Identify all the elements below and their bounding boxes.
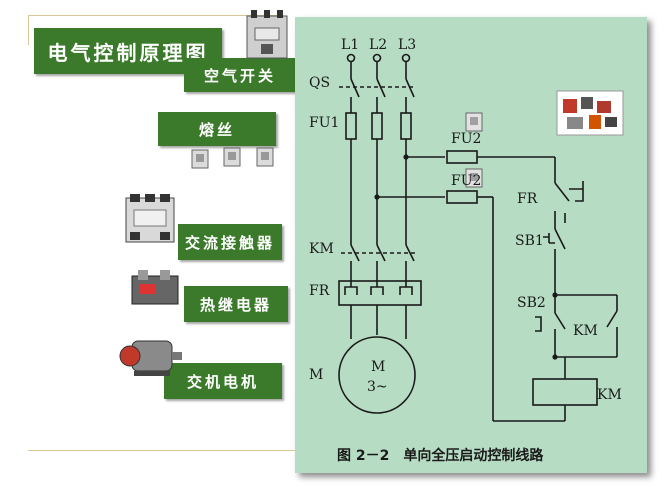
fuse-image-2 [223, 147, 241, 167]
label-fu2-second: FU2 [451, 173, 481, 189]
contactor-image [125, 194, 175, 243]
label-fr-main: FR [309, 283, 330, 299]
label-contactor: 交流接触器 [178, 224, 282, 260]
label-fuse: 熔丝 [158, 112, 276, 146]
label-fr-ctrl: FR [517, 191, 538, 207]
label-sb1: SB1 [515, 233, 544, 249]
thermal-relay-image [131, 270, 179, 305]
fu2-image-2 [465, 168, 483, 188]
component-photo [556, 90, 624, 136]
label-sb2: SB2 [517, 295, 546, 311]
label-km-main: KM [309, 241, 334, 257]
label-l1: L1 [341, 37, 359, 53]
label-motor-m: M [371, 359, 385, 375]
circuit-diagram: L1 L2 L3 QS FU1 FU2 FU2 KM FR M M 3~ FR … [309, 37, 624, 464]
diagram-caption: 图 2－2 单向全压启动控制线路 [337, 447, 544, 464]
top-rule [28, 15, 278, 16]
label-motor-type: 3~ [367, 379, 388, 395]
label-l2: L2 [369, 37, 387, 53]
motor-image [119, 340, 182, 376]
fuse-image-3 [256, 147, 274, 167]
left-rule [28, 15, 29, 45]
label-air-switch: 空气开关 [184, 58, 296, 92]
page-title: 电气控制原理图 [34, 28, 222, 74]
label-l3: L3 [398, 37, 416, 53]
label-km-coil: KM [597, 387, 622, 403]
label-fu1: FU1 [309, 115, 339, 131]
label-thermal-relay: 热继电器 [184, 286, 288, 322]
label-km-aux: KM [573, 323, 598, 339]
circuit-diagram-panel: L1 L2 L3 QS FU1 FU2 FU2 KM FR M M 3~ FR … [295, 17, 647, 473]
label-motor-letter: M [309, 367, 323, 383]
bottom-rule [28, 450, 298, 451]
fuse-image-1 [191, 149, 209, 169]
label-qs: QS [309, 75, 330, 91]
label-fu2: FU2 [451, 131, 481, 147]
fu2-image-1 [465, 112, 483, 132]
label-motor: 交机电机 [164, 363, 282, 399]
air-switch-image [246, 10, 288, 59]
